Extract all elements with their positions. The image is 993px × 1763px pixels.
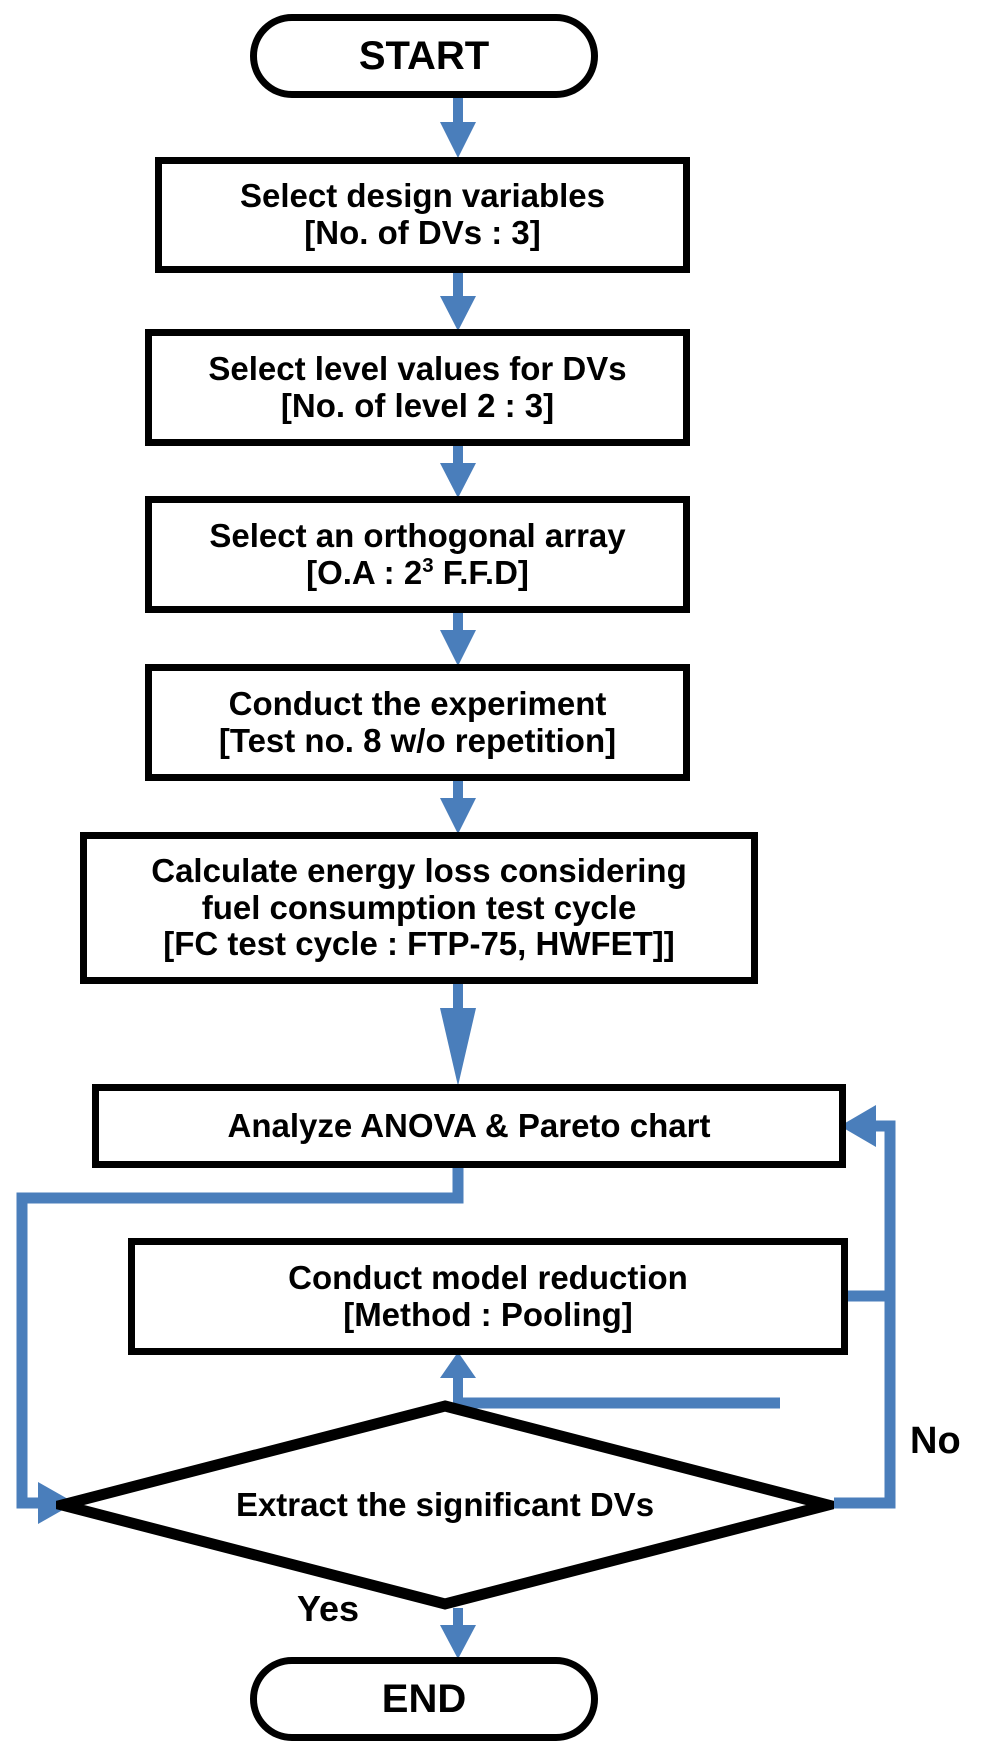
node-calculate-energy-loss-line3: [FC test cycle : FTP-75, HWFET]]: [163, 925, 675, 963]
edge-selectoa-to-conductexp: [440, 611, 476, 666]
node-calculate-energy-loss-line1: Calculate energy loss considering: [151, 851, 687, 889]
edge-label-no: No: [910, 1420, 961, 1462]
node-calculate-energy-loss-line2: fuel consumption test cycle: [201, 888, 637, 926]
node-start[interactable]: START: [250, 14, 598, 98]
node-select-orthogonal-array-line2: [O.A : 23 F.F.D]: [306, 553, 529, 592]
node-conduct-model-reduction-line1: Conduct model reduction: [288, 1258, 688, 1296]
node-conduct-experiment-line2: [Test no. 8 w/o repetition]: [218, 721, 617, 759]
node-conduct-model-reduction-line2: [Method : Pooling]: [343, 1295, 633, 1333]
node-select-level-values-line1: Select level values for DVs: [208, 349, 627, 387]
oa-line2-pre: [O.A : 2: [306, 553, 423, 591]
node-select-design-variables[interactable]: Select design variables [No. of DVs : 3]: [155, 157, 690, 273]
node-select-orthogonal-array-line1: Select an orthogonal array: [209, 516, 626, 554]
node-select-design-variables-line1: Select design variables: [239, 177, 605, 215]
decision-diamond-shape: [56, 1400, 834, 1610]
edge-decision-to-end: [440, 1608, 476, 1659]
edge-selectlevel-to-selectoa: [440, 444, 476, 498]
edge-label-yes: Yes: [297, 1588, 360, 1629]
node-conduct-experiment[interactable]: Conduct the experiment [Test no. 8 w/o r…: [145, 664, 690, 781]
node-start-label: START: [358, 33, 490, 78]
edge-selectdv-to-selectlevel: [440, 270, 476, 331]
edge-conductexp-to-calculate: [440, 779, 476, 834]
edge-start-to-selectdv: [440, 96, 476, 158]
node-select-level-values-line2: [No. of level 2 : 3]: [280, 386, 555, 424]
node-decision-label: Extract the significant DVs: [235, 1486, 655, 1523]
node-end[interactable]: END: [250, 1657, 598, 1741]
node-conduct-model-reduction[interactable]: Conduct model reduction [Method : Poolin…: [128, 1238, 848, 1355]
edge-modelreduction-to-analyze: [840, 1105, 896, 1302]
node-select-level-values[interactable]: Select level values for DVs [No. of leve…: [145, 329, 690, 446]
node-select-orthogonal-array[interactable]: Select an orthogonal array [O.A : 23 F.F…: [145, 496, 690, 613]
node-calculate-energy-loss[interactable]: Calculate energy loss considering fuel c…: [80, 832, 758, 984]
node-analyze-anova-pareto-label: Analyze ANOVA & Pareto chart: [227, 1106, 711, 1144]
edge-decision-up-to-modelreduction: [440, 1352, 780, 1409]
oa-line2-superscript: 3: [422, 553, 434, 577]
node-decision-extract-significant-dvs[interactable]: Extract the significant DVs: [56, 1400, 834, 1610]
edge-calculate-to-analyze: [440, 982, 476, 1086]
node-end-label: END: [381, 1676, 467, 1721]
node-conduct-experiment-line1: Conduct the experiment: [228, 684, 607, 722]
oa-line2-post: F.F.D]: [433, 553, 529, 591]
node-select-design-variables-line2: [No. of DVs : 3]: [304, 214, 541, 251]
node-analyze-anova-pareto[interactable]: Analyze ANOVA & Pareto chart: [92, 1084, 846, 1168]
